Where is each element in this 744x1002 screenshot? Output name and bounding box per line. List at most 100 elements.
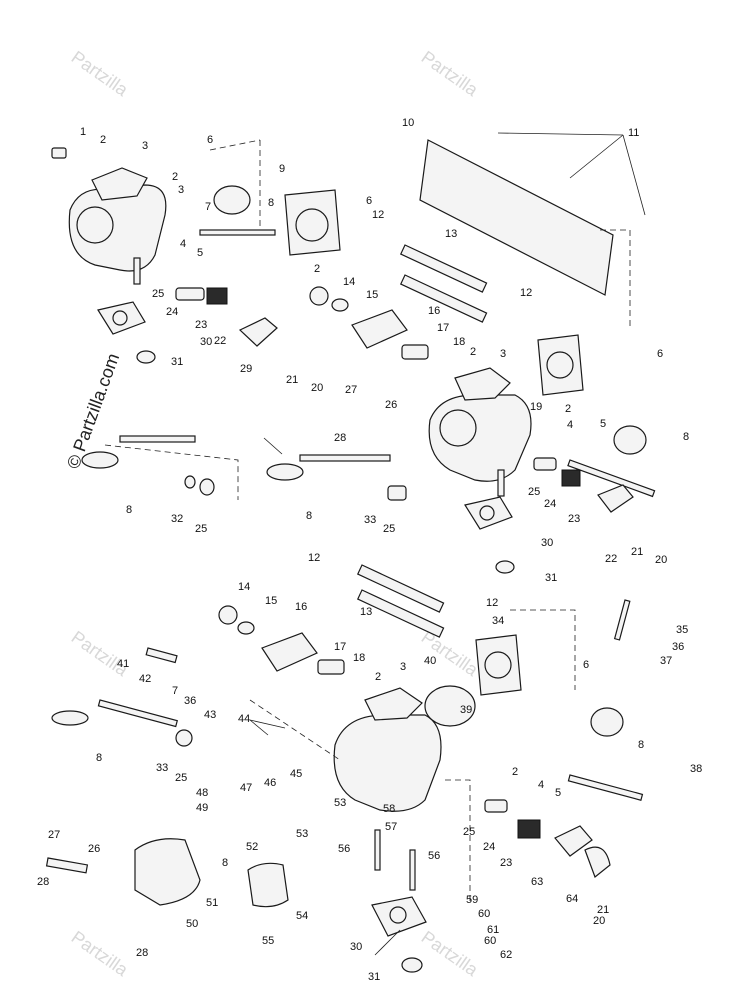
callout-label: 28 xyxy=(334,432,346,444)
spring xyxy=(517,819,541,839)
guide-line xyxy=(104,444,239,500)
seal xyxy=(175,729,193,747)
callout-label: 2 xyxy=(172,171,178,183)
fitting xyxy=(387,485,407,501)
watermark-text: Partzilla xyxy=(418,627,483,681)
callout-label: 8 xyxy=(222,857,228,869)
callout-label: 7 xyxy=(205,201,211,213)
callout-label: 25 xyxy=(175,772,187,784)
guide-line xyxy=(209,139,261,151)
guide-line xyxy=(600,229,631,330)
watermark-text: Partzilla xyxy=(68,627,133,681)
callout-label: 12 xyxy=(308,552,320,564)
connector-tube xyxy=(356,564,445,613)
callout-label: 6 xyxy=(366,195,372,207)
callout-label: 45 xyxy=(290,768,302,780)
callout-label: 15 xyxy=(366,289,378,301)
callout-label: 25 xyxy=(463,826,475,838)
diaphragm-gasket xyxy=(424,685,476,727)
callout-label: 58 xyxy=(383,803,395,815)
watermark-text: Partzilla xyxy=(68,927,133,981)
callout-label: 2 xyxy=(314,263,320,275)
callout-labels: 1 2 3 6 2 3 7 8 4 5 9 10 11 6 12 13 12 2… xyxy=(80,117,689,584)
watermark-text: Partzilla xyxy=(418,927,483,981)
callout-label: 20 xyxy=(593,915,605,927)
stud xyxy=(374,829,381,871)
callout-label: 3 xyxy=(142,140,148,152)
carburetor-assembly-lower xyxy=(45,599,644,973)
callout-label: 40 xyxy=(424,655,436,667)
callout-label: 37 xyxy=(660,655,672,667)
callout-label: 31 xyxy=(545,572,557,584)
callout-label: 20 xyxy=(655,554,667,566)
callout-label: 17 xyxy=(334,641,346,653)
washer xyxy=(331,298,349,312)
callout-label: 24 xyxy=(544,498,556,510)
callout-label: 8 xyxy=(683,431,689,443)
nut xyxy=(218,605,238,625)
carburetor-bore xyxy=(439,409,477,447)
callout-label: 5 xyxy=(600,418,606,430)
spring xyxy=(561,469,581,487)
callout-label: 13 xyxy=(445,228,457,240)
callout-label: 30 xyxy=(541,537,553,549)
cap-nut xyxy=(401,957,423,973)
throttle-shaft xyxy=(567,459,656,498)
cap-nut xyxy=(495,560,515,574)
fitting xyxy=(484,799,508,813)
callout-label: 25 xyxy=(383,523,395,535)
callout-label: 53 xyxy=(334,797,346,809)
gasket-hole xyxy=(479,505,495,521)
callout-label: 57 xyxy=(385,821,397,833)
callout-label: 14 xyxy=(238,581,250,593)
guide-line xyxy=(510,609,576,690)
callout-label: 28 xyxy=(136,947,148,959)
callout-label: 1 xyxy=(80,126,86,138)
callout-label: 4 xyxy=(180,238,186,250)
callout-label: 2 xyxy=(375,671,381,683)
callout-label: 23 xyxy=(568,513,580,525)
callout-label: 60 xyxy=(478,908,490,920)
linkage-bracket xyxy=(351,309,408,349)
fitting xyxy=(175,287,205,301)
callout-label: 7 xyxy=(172,685,178,697)
flange-bore xyxy=(546,351,574,379)
guide-line xyxy=(249,699,341,761)
carburetor-top-cover xyxy=(91,167,148,201)
pump-cover xyxy=(247,862,289,908)
callout-label: 31 xyxy=(368,971,380,983)
mounting-plate xyxy=(419,139,614,296)
screw xyxy=(45,857,89,874)
callout-label: 8 xyxy=(638,739,644,751)
adjuster-screw xyxy=(613,599,631,641)
callout-label: 2 xyxy=(470,346,476,358)
flange-bore xyxy=(484,651,512,679)
callout-label: 41 xyxy=(117,658,129,670)
throttle-shaft xyxy=(97,699,179,728)
callout-label: 6 xyxy=(207,134,213,146)
callout-label: 18 xyxy=(353,652,365,664)
callout-label: 48 xyxy=(196,787,208,799)
callout-label: 4 xyxy=(538,779,544,791)
callout-label: 30 xyxy=(350,941,362,953)
flange-bore xyxy=(295,208,329,242)
callout-label: 8 xyxy=(268,197,274,209)
gasket-hole xyxy=(112,310,128,326)
callout-label: 21 xyxy=(631,546,643,558)
callout-label: 36 xyxy=(184,695,196,707)
linkage-bracket xyxy=(261,632,318,672)
callout-label: 32 xyxy=(171,513,183,525)
callout-label: 55 xyxy=(262,935,274,947)
callout-label: 10 xyxy=(402,117,414,129)
leader-line xyxy=(569,134,624,179)
washer xyxy=(184,475,196,489)
callout-label: 33 xyxy=(364,514,376,526)
callout-label: 24 xyxy=(166,306,178,318)
callout-label: 36 xyxy=(672,641,684,653)
callout-label: 24 xyxy=(483,841,495,853)
callout-label: 42 xyxy=(139,673,151,685)
carburetor-top-cover xyxy=(454,367,511,401)
connector-tube xyxy=(356,589,445,638)
leader-lines xyxy=(249,132,646,956)
callout-label: 11 xyxy=(628,127,639,139)
